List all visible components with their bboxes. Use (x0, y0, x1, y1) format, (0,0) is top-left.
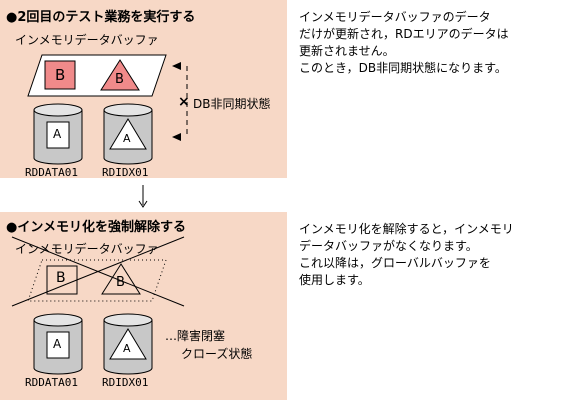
step1-arrow-bottom (172, 133, 181, 141)
step1-updated-box (44, 60, 76, 90)
step1-title: ●2回目のテスト業務を実行する (6, 10, 196, 25)
step2-triangle-letter: B (116, 275, 125, 290)
step1-note-line: だけが更新され，RDエリアのデータは (299, 27, 509, 41)
step1-disk2-name: RDIDX01 (102, 166, 149, 179)
step2-note-line: これ以降は，グローバルバッファを (299, 256, 491, 270)
step1-triangle-letter: B (115, 72, 124, 87)
step1-disk2-letter: A (123, 132, 131, 145)
step2-status-line1: …障害閉塞 (165, 329, 226, 343)
step2-disk-rdidx01 (103, 313, 153, 375)
step1-box-letter: B (55, 66, 66, 84)
step1-note-line: インメモリデータバッファのデータ (299, 10, 491, 24)
step1-disk-rdidx01 (103, 103, 153, 165)
step1-buffer-label: インメモリデータバッファ (15, 33, 159, 47)
step1-disk-rddata01 (33, 103, 83, 165)
step2-note: インメモリ化を解除すると，インメモリ データバッファがなくなります。 これ以降は… (299, 221, 514, 289)
step2-disk-rddata01 (33, 313, 83, 375)
step1-sync-mark: × (178, 94, 190, 110)
step2-title: ●インメモリ化を強制解除する (6, 220, 186, 235)
step2-disk1-letter: A (53, 337, 62, 351)
step1-note-line: このとき，DB非同期状態になります。 (299, 61, 507, 75)
step2-note-line: 使用します。 (299, 273, 370, 287)
step2-disk2-letter: A (123, 342, 131, 355)
step2-buffer-label: インメモリデータバッファ (15, 242, 159, 256)
step2-triangle (101, 263, 141, 295)
step1-disk1-letter: A (53, 127, 62, 141)
step1-note-line: 更新されません。 (299, 44, 395, 58)
step1-updated-triangle (100, 59, 140, 91)
step1-note: インメモリデータバッファのデータ だけが更新され，RDエリアのデータは 更新され… (299, 9, 509, 77)
step2-box-letter: B (56, 270, 66, 286)
step1-sync-label: DB非同期状態 (193, 97, 271, 111)
step2-cross-line2 (11, 236, 185, 307)
step2-status-line2: クローズ状態 (181, 347, 253, 361)
step1-disk1-name: RDDATA01 (25, 166, 78, 179)
step2-note-line: データバッファがなくなります。 (299, 239, 478, 253)
step2-disk2-name: RDIDX01 (102, 376, 149, 389)
step1-arrow-top (172, 62, 181, 70)
step2-disk1-name: RDDATA01 (25, 376, 78, 389)
step2-note-line: インメモリ化を解除すると，インメモリ (299, 222, 514, 236)
